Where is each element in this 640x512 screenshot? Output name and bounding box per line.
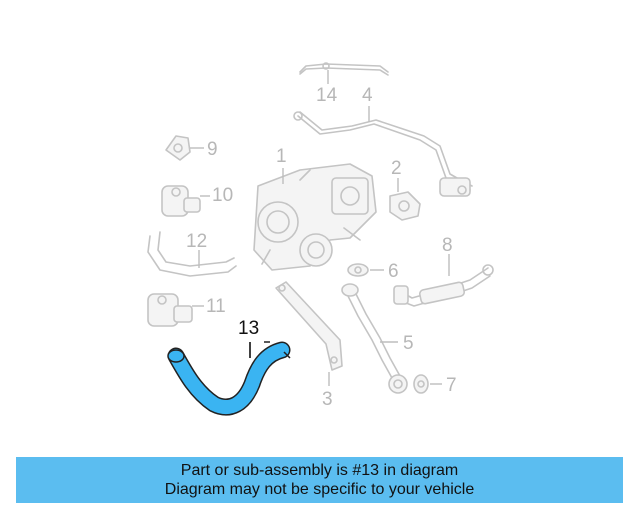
callout-11: 11: [206, 296, 226, 317]
part-8-line: [393, 264, 494, 307]
callout-6: 6: [388, 261, 399, 282]
callout-13: 13: [238, 318, 259, 339]
part-11-valve: [147, 293, 193, 327]
banner-line-1: Part or sub-assembly is #13 in diagram: [180, 462, 459, 479]
part-1-turbocharger: [253, 163, 377, 271]
part-13-hose-highlighted[interactable]: [167, 341, 291, 416]
callout-4: 4: [362, 85, 373, 106]
part-7-washer: [413, 374, 429, 394]
callout-10: 10: [212, 185, 233, 206]
callout-12: 12: [186, 231, 207, 252]
callout-7: 7: [446, 375, 457, 396]
callout-3: 3: [322, 389, 333, 410]
callout-9: 9: [207, 139, 218, 160]
part-2-gasket: [389, 191, 421, 221]
callout-5: 5: [403, 333, 414, 354]
part-3-bracket: [275, 281, 343, 371]
callout-1: 1: [276, 146, 287, 167]
callout-8: 8: [442, 235, 453, 256]
part-10-valve: [161, 185, 201, 217]
callout-14: 14: [316, 85, 338, 106]
part-4-pipe: [293, 111, 473, 197]
part-6-gasket: [347, 263, 369, 277]
banner-line-2: Diagram may not be specific to your vehi…: [164, 481, 475, 498]
part-12-hose: [147, 231, 237, 277]
part-5-line: [341, 283, 408, 394]
part-9-sensor: [165, 135, 191, 161]
part-14-pipe: [299, 62, 389, 76]
callout-2: 2: [391, 158, 402, 179]
info-banner: Part or sub-assembly is #13 in diagram D…: [16, 457, 623, 503]
